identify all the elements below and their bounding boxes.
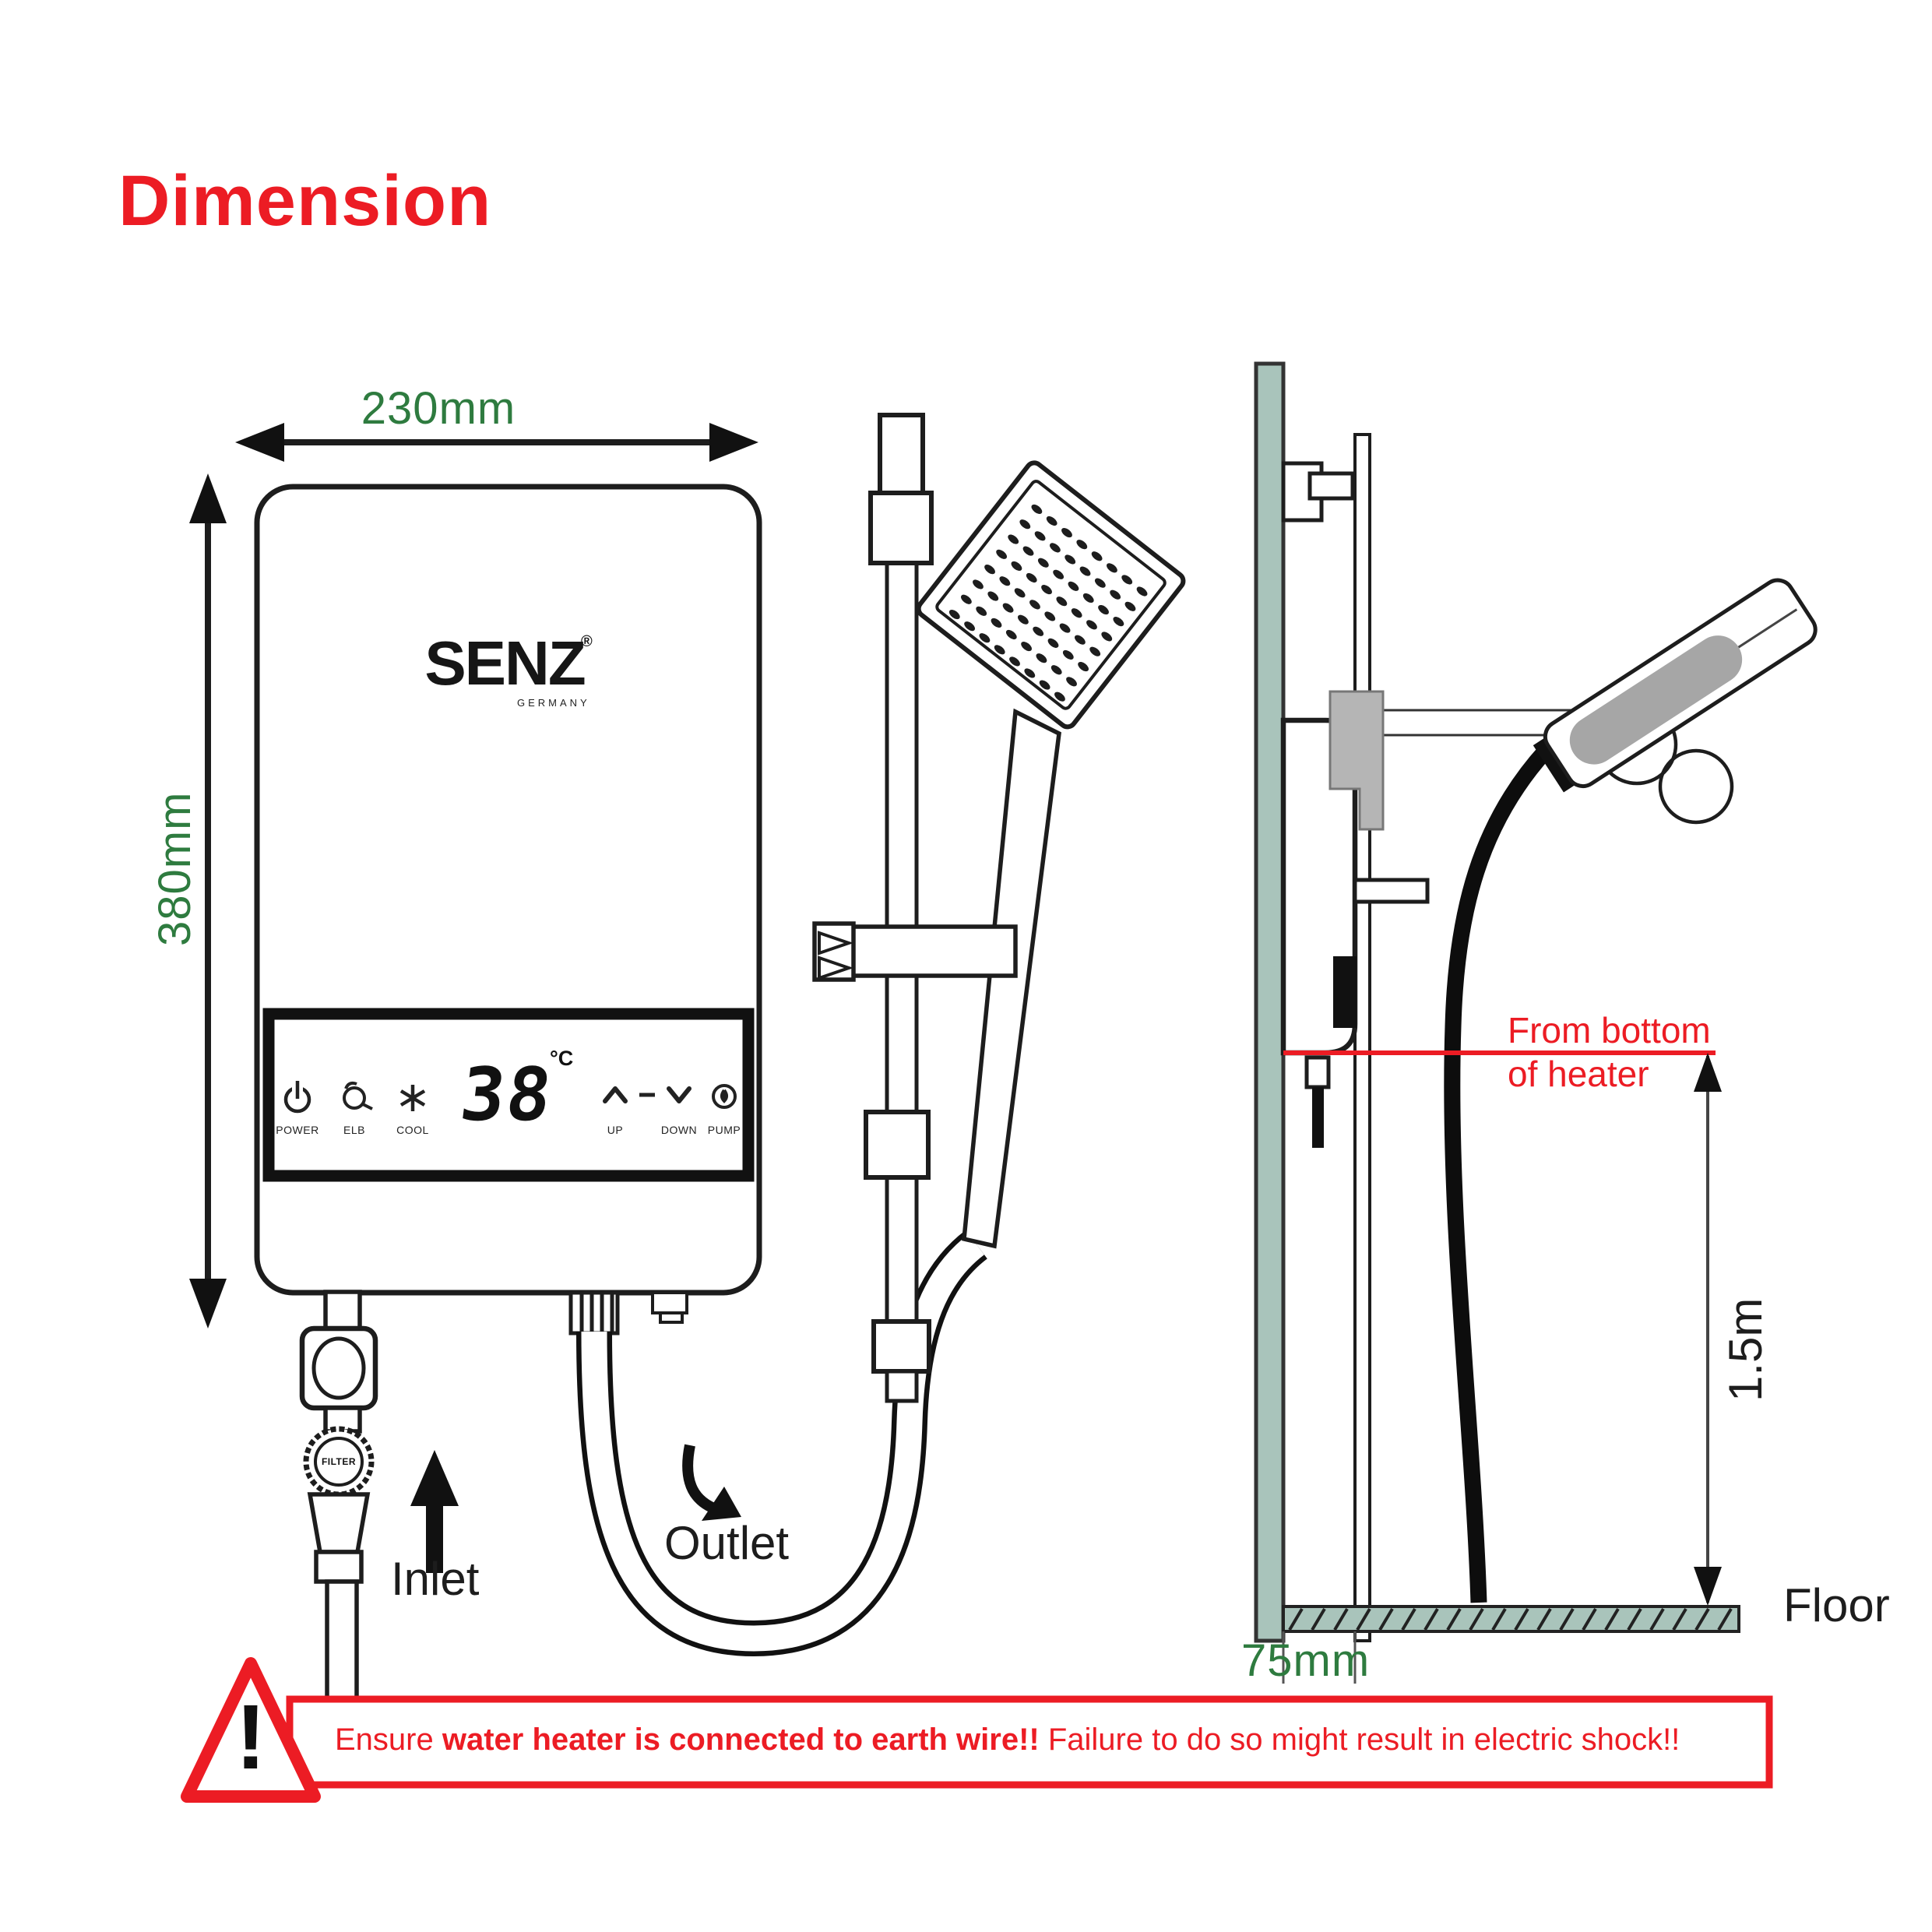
inlet-label: Inlet [391, 1553, 480, 1605]
shower-rail [868, 413, 934, 1403]
floor [1282, 1605, 1740, 1633]
temperature-unit: °C [550, 1047, 574, 1070]
filter-valve-label: FILTER [321, 1456, 357, 1467]
warning-box [286, 1695, 1773, 1789]
down-icon [667, 1086, 692, 1103]
pump-button-label: PUMP [707, 1124, 741, 1136]
power-button-label: POWER [276, 1124, 319, 1136]
brand-registered-mark: ® [581, 633, 593, 650]
wall [1254, 361, 1286, 1643]
control-panel [262, 1008, 755, 1182]
shower-head [916, 460, 1186, 730]
mount-bracket [1328, 690, 1385, 831]
install-height-label: 1.5m [1719, 1297, 1772, 1402]
reference-note-line2: of heater [1508, 1054, 1649, 1094]
mount-pin [1353, 878, 1430, 904]
height-dimension-label: 380mm [150, 791, 200, 946]
height-arrow-icon [189, 473, 227, 1328]
warning-banner [181, 1657, 1773, 1803]
shower-handle [962, 708, 1061, 1249]
shower-hose-side [1444, 744, 1552, 1603]
rail-side [1353, 433, 1371, 1642]
down-button-label: DOWN [660, 1124, 698, 1136]
elb-indicator-label: ELB [343, 1124, 365, 1136]
cool-indicator-label: COOL [396, 1124, 429, 1136]
up-icon [603, 1086, 628, 1103]
temperature-display: 38 [456, 1053, 558, 1138]
wall-offset-label: 75mm [1241, 1635, 1371, 1686]
hand-shower-side [1533, 578, 1818, 793]
up-button-label: UP [607, 1124, 624, 1136]
wall-bracket-top [1281, 461, 1355, 523]
width-dimension-label: 230mm [361, 383, 516, 434]
floor-hatch [1288, 1607, 1733, 1631]
page-title: Dimension [118, 161, 492, 241]
warning-exclamation: ! [235, 1686, 266, 1789]
brand-country: GERMANY [517, 697, 590, 709]
width-arrow-icon [235, 423, 758, 462]
snowflake-icon [399, 1085, 426, 1111]
front-view [189, 413, 1186, 1702]
shower-head-nozzles [948, 504, 1148, 702]
inlet-arrow-icon [410, 1450, 459, 1573]
shower-safety-icon [343, 1081, 373, 1110]
side-view [1254, 361, 1818, 1684]
pump-icon [712, 1084, 737, 1109]
outlet-arrow-icon [682, 1444, 741, 1521]
power-connector [1333, 956, 1357, 1028]
height-measure-arrow [1694, 1053, 1722, 1606]
outlet-label: Outlet [664, 1517, 790, 1569]
outlet-connector [568, 1290, 688, 1336]
warning-message: Ensure water heater is connected to eart… [335, 1723, 1680, 1757]
reference-note-line1: From bottom [1508, 1010, 1711, 1050]
brand-logo: SENZ [424, 628, 586, 698]
rail-bracket [812, 921, 1018, 982]
rail-slider [864, 1110, 931, 1180]
warning-triangle-icon [181, 1657, 321, 1803]
power-icon [283, 1081, 311, 1114]
inlet-assembly [299, 1290, 378, 1702]
floor-label: Floor [1783, 1579, 1890, 1631]
